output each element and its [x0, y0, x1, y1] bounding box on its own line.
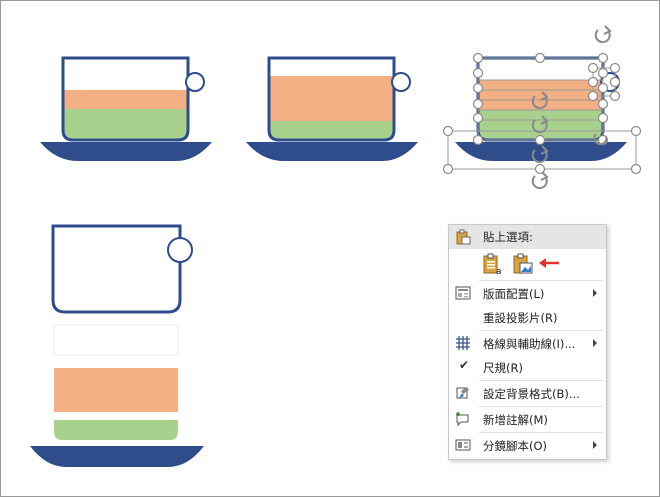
cup-handle — [167, 237, 193, 263]
paste-keep-text-icon[interactable]: a — [481, 252, 505, 276]
rotate-handle-icon — [594, 25, 612, 44]
milk-layer — [269, 121, 394, 140]
menu-separator — [479, 330, 603, 331]
menu-item-new-comment[interactable]: 新增註解(M) — [449, 407, 606, 431]
paste-options-label: 貼上選項: — [483, 230, 533, 244]
menu-item-ruler[interactable]: ✔ 尺規(R) — [449, 355, 606, 379]
paste-options-row: a — [449, 249, 606, 279]
menu-item-label: 新增註解(M) — [483, 413, 548, 427]
saucer — [455, 142, 627, 161]
menu-separator — [479, 380, 603, 381]
milk-layer — [478, 110, 603, 140]
new-comment-icon — [456, 412, 469, 427]
grid-icon — [456, 336, 470, 350]
coffee-layer — [478, 80, 603, 110]
rotate-handle-icon — [531, 145, 549, 164]
menu-item-storyboard[interactable]: 分鏡腳本(O) — [449, 433, 606, 457]
red-arrow-icon — [539, 258, 559, 268]
menu-item-reset-slide[interactable]: 重設投影片(R) — [449, 305, 606, 329]
milk-layer — [63, 109, 188, 140]
cup-body — [61, 56, 190, 142]
menu-item-label: 重設投影片(R) — [483, 311, 558, 325]
paste-as-picture-icon[interactable] — [511, 252, 535, 276]
coffee-cup-3-selected[interactable] — [442, 25, 642, 190]
svg-text:a: a — [496, 267, 502, 276]
menu-item-format-background[interactable]: 設定背景格式(B)... — [449, 381, 606, 405]
milk-layer — [54, 420, 178, 440]
submenu-arrow-icon — [593, 289, 597, 297]
menu-item-gridlines[interactable]: 格線與輔助線(I)... — [449, 331, 606, 355]
saucer — [40, 142, 212, 161]
menu-item-layout[interactable]: 版面配置(L) — [449, 281, 606, 305]
menu-separator — [479, 406, 603, 407]
menu-item-label: 設定背景格式(B)... — [483, 387, 580, 401]
menu-item-label: 版面配置(L) — [483, 287, 545, 301]
menu-item-label: 尺規(R) — [483, 361, 523, 375]
rotate-handle-icon — [593, 133, 608, 146]
saucer — [246, 142, 418, 161]
menu-separator — [479, 432, 603, 433]
menu-item-label: 分鏡腳本(O) — [483, 439, 548, 453]
layout-icon — [455, 286, 471, 300]
format-background-icon — [456, 387, 469, 399]
coffee-cup-1[interactable] — [40, 56, 212, 161]
rotate-handles — [531, 25, 612, 190]
rotate-handle-icon — [531, 171, 549, 190]
cup-body — [51, 224, 182, 314]
clipboard-icon — [456, 229, 471, 245]
coffee-layer — [63, 90, 188, 109]
paste-options-header: 貼上選項: — [449, 225, 606, 249]
coffee-layer — [269, 76, 394, 121]
rotate-handle-icon — [531, 115, 549, 134]
coffee-layer — [54, 368, 178, 412]
coffee-cup-2[interactable] — [246, 56, 418, 161]
menu-item-label: 格線與輔助線(I)... — [483, 337, 576, 351]
saucer — [30, 446, 204, 467]
submenu-arrow-icon — [593, 339, 597, 347]
submenu-arrow-icon — [593, 441, 597, 449]
context-menu: 貼上選項: a 版面配置(L) 重設投影片(R) — [448, 224, 607, 460]
cup-handle — [185, 72, 205, 92]
cup-handle — [391, 72, 411, 92]
checkmark-icon: ✔ — [459, 358, 470, 372]
storyboard-icon — [455, 439, 471, 451]
menu-separator — [479, 280, 603, 281]
rotate-handle-icon — [531, 91, 549, 110]
coffee-cup-exploded[interactable] — [30, 224, 204, 467]
cup-body — [267, 56, 396, 142]
white-layer — [53, 324, 179, 356]
